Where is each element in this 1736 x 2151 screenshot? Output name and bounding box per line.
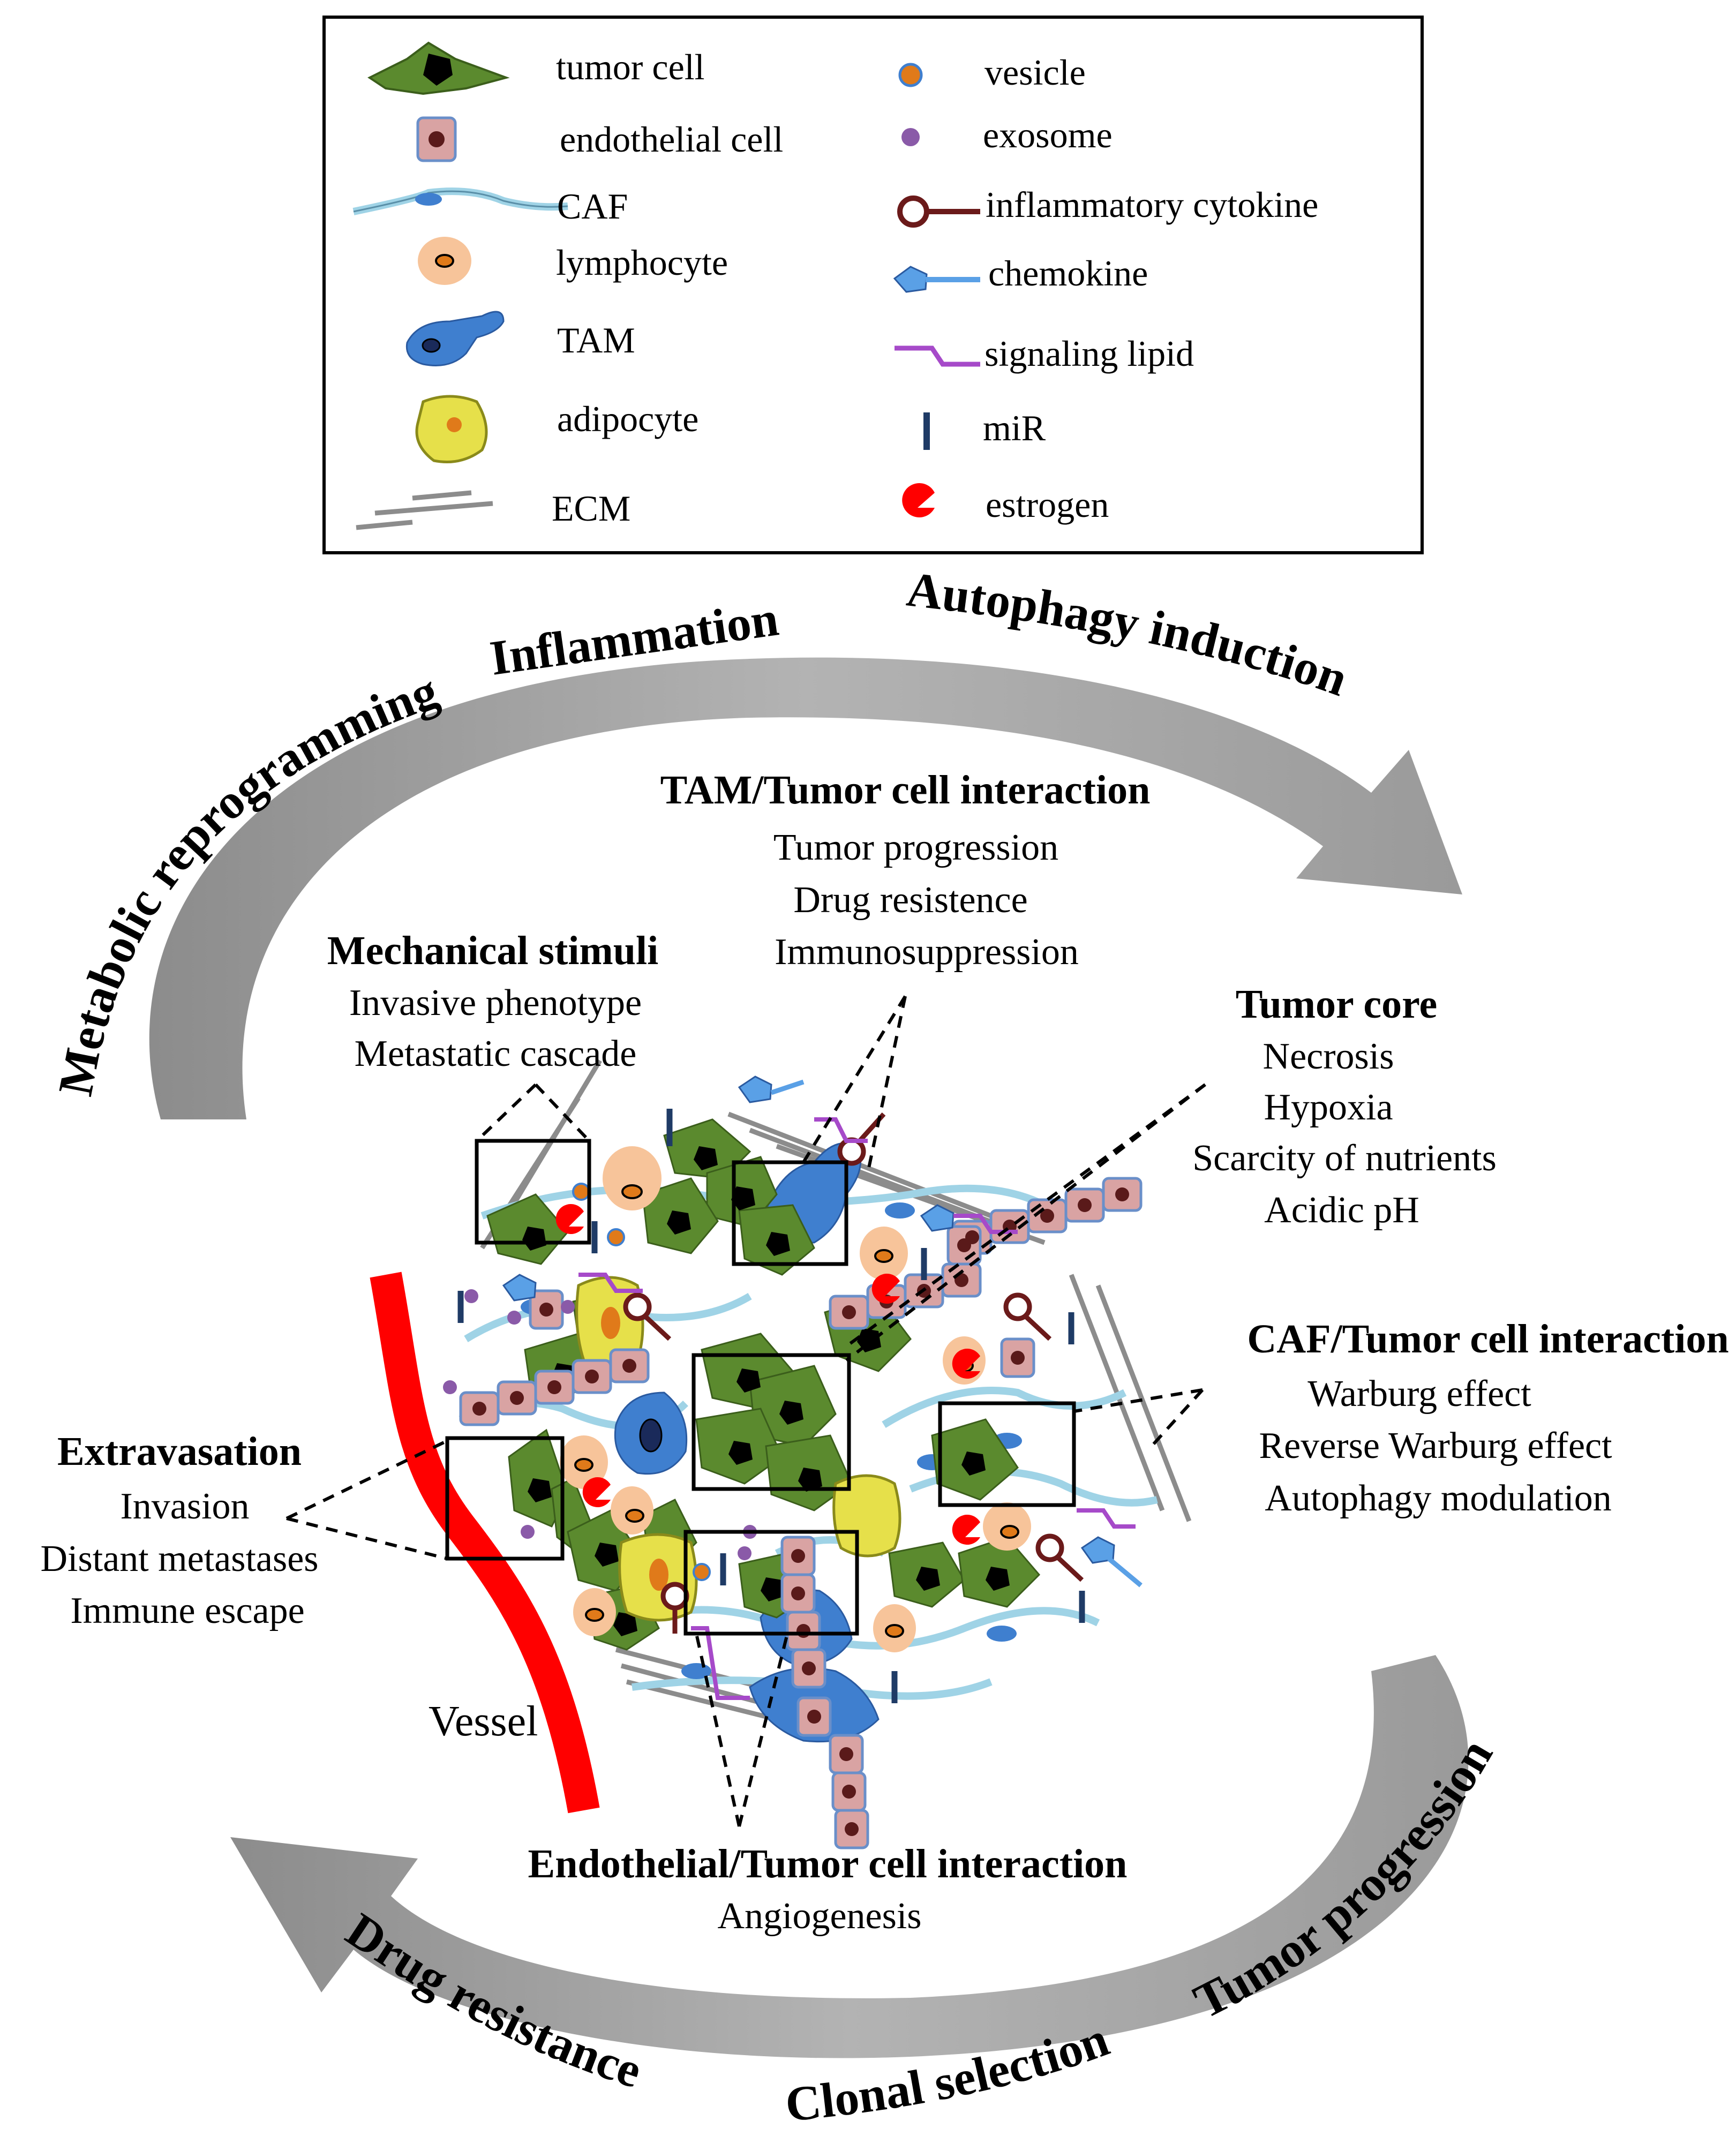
legend-label-tam: TAM bbox=[557, 320, 635, 360]
annotation-core-item-2: Hypoxia bbox=[1264, 1087, 1393, 1128]
legend-label-vesicle: vesicle bbox=[985, 52, 1086, 93]
annotation-endothelial-item-1: Angiogenesis bbox=[717, 1896, 921, 1937]
legend-label-ecm: ECM bbox=[552, 488, 630, 529]
blood-vessel bbox=[370, 1272, 600, 1814]
signaling-lipid-icon bbox=[895, 345, 980, 367]
annotation-core: Tumor core Necrosis Hypoxia Scarcity of … bbox=[1192, 982, 1497, 1231]
legend-label-adipocyte: adipocyte bbox=[557, 398, 698, 439]
annotation-mechanical-title: Mechanical stimuli bbox=[327, 928, 659, 973]
exosomes bbox=[443, 1289, 757, 1560]
annotation-endothelial: Endothelial/Tumor cell interaction Angio… bbox=[528, 1841, 1128, 1937]
legend-label-signaling-lipid: signaling lipid bbox=[985, 333, 1194, 374]
annotation-extravasation-item-1: Invasion bbox=[120, 1486, 249, 1527]
mirs bbox=[457, 1109, 1085, 1703]
tam-icon bbox=[405, 311, 505, 366]
inflammatory-cytokines bbox=[623, 1112, 1084, 1634]
highlight-boxes bbox=[445, 1139, 1076, 1636]
legend-label-exosome: exosome bbox=[983, 115, 1113, 155]
annotation-core-item-3: Scarcity of nutrients bbox=[1192, 1138, 1497, 1179]
estrogen-icon bbox=[902, 483, 935, 518]
annotation-extravasation-item-3: Immune escape bbox=[70, 1590, 304, 1631]
caf-icon bbox=[352, 187, 568, 215]
legend-label-inflammatory-cytokine: inflammatory cytokine bbox=[986, 184, 1318, 225]
legend-label-estrogen: estrogen bbox=[986, 484, 1109, 525]
annotation-tam-item-1: Tumor progression bbox=[773, 827, 1058, 868]
legend-label-tumor-cell: tumor cell bbox=[556, 47, 705, 87]
callout-lines bbox=[285, 995, 1206, 1827]
annotation-tam: TAM/Tumor cell interaction Tumor progres… bbox=[660, 768, 1151, 973]
annotation-tam-title: TAM/Tumor cell interaction bbox=[660, 768, 1151, 813]
annotation-extravasation: Extravasation Invasion Distant metastase… bbox=[40, 1429, 318, 1631]
annotation-caf-title: CAF/Tumor cell interaction bbox=[1247, 1317, 1729, 1362]
chemokine-icon bbox=[893, 266, 980, 293]
annotation-endothelial-title: Endothelial/Tumor cell interaction bbox=[528, 1841, 1128, 1886]
annotation-core-title: Tumor core bbox=[1236, 982, 1437, 1027]
lymphocyte-icon bbox=[418, 237, 471, 285]
legend: tumor cell endothelial cell CAF lymphocy… bbox=[322, 16, 1424, 554]
annotation-caf-item-2: Reverse Warburg effect bbox=[1259, 1425, 1612, 1466]
tam-nucleus bbox=[639, 1418, 663, 1453]
annotation-mechanical-item-1: Invasive phenotype bbox=[349, 982, 642, 1024]
inflammatory-cytokine-icon bbox=[897, 195, 980, 228]
adipocyte-icon bbox=[415, 395, 488, 463]
annotation-extravasation-title: Extravasation bbox=[57, 1429, 302, 1474]
annotation-caf: CAF/Tumor cell interaction Warburg effec… bbox=[1247, 1317, 1729, 1519]
estrogens bbox=[555, 1204, 980, 1545]
exosome-icon bbox=[901, 128, 920, 146]
vessel-label: Vessel bbox=[429, 1698, 538, 1745]
legend-label-chemokine: chemokine bbox=[988, 253, 1148, 294]
cycle-label-tumor-progression: Tumor progression bbox=[1185, 1729, 1503, 2029]
vesicles bbox=[572, 1183, 711, 1581]
annotation-caf-item-3: Autophagy modulation bbox=[1265, 1478, 1611, 1519]
annotation-mechanical-item-2: Metastatic cascade bbox=[355, 1033, 637, 1074]
vesicle-icon bbox=[898, 63, 923, 87]
annotation-tam-item-2: Drug resistence bbox=[793, 879, 1027, 921]
tumor-microenvironment bbox=[285, 995, 1206, 1849]
chemokines bbox=[502, 1076, 1143, 1588]
endothelial-cell-icon bbox=[416, 116, 457, 162]
legend-label-endothelial-cell: endothelial cell bbox=[560, 119, 783, 160]
legend-label-mir: miR bbox=[983, 408, 1046, 448]
legend-label-lymphocyte: lymphocyte bbox=[556, 242, 728, 283]
tumor-cell-icon bbox=[367, 41, 510, 95]
annotation-caf-item-1: Warburg effect bbox=[1307, 1373, 1531, 1415]
ecm-icon bbox=[356, 490, 493, 530]
annotation-mechanical: Mechanical stimuli Invasive phenotype Me… bbox=[327, 928, 659, 1074]
annotation-core-item-1: Necrosis bbox=[1263, 1036, 1394, 1077]
annotation-core-item-4: Acidic pH bbox=[1264, 1190, 1419, 1231]
caf-nuclei bbox=[521, 1202, 1022, 1679]
annotation-tam-item-3: Immunosuppression bbox=[775, 931, 1079, 973]
legend-label-caf: CAF bbox=[557, 186, 628, 227]
legend-box bbox=[322, 16, 1424, 554]
annotation-extravasation-item-2: Distant metastases bbox=[40, 1538, 318, 1580]
